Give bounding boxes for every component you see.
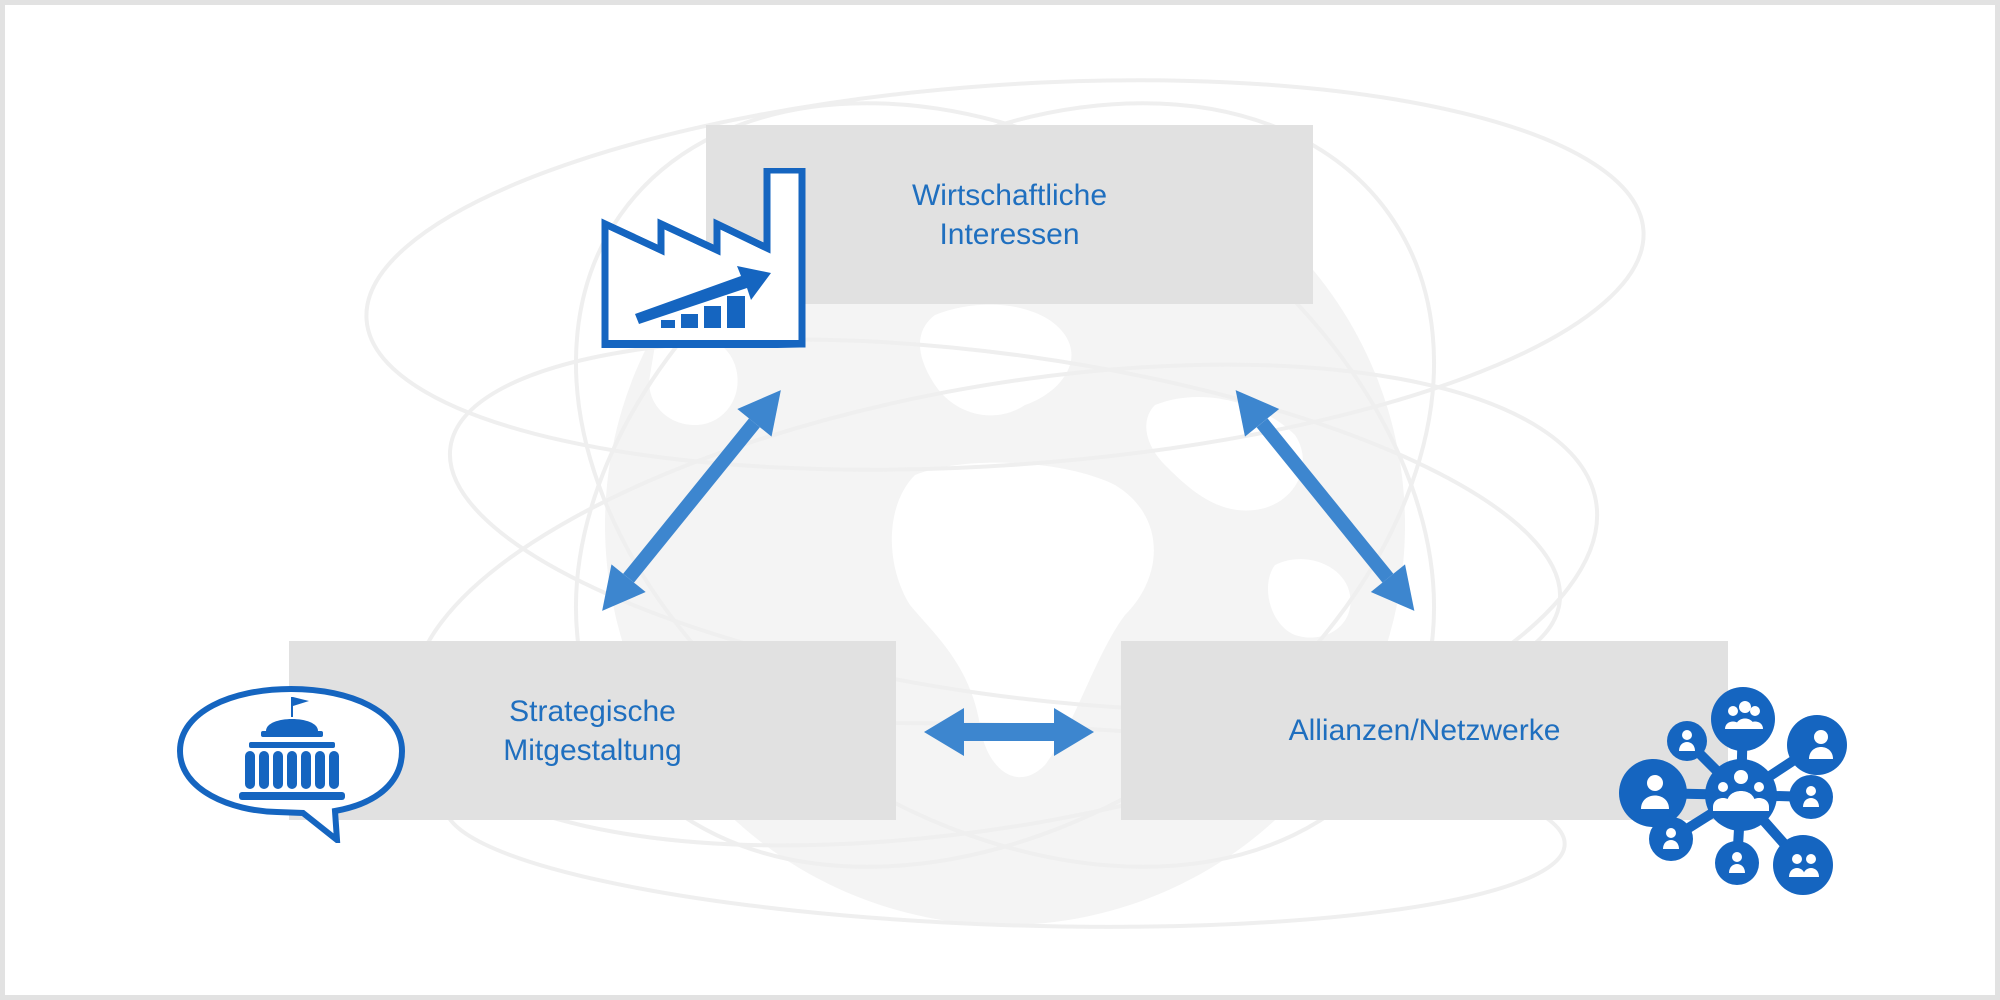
arrow-strategic-alliances — [924, 708, 1094, 756]
arrow-economic-alliances — [1235, 390, 1415, 611]
factory-growth-icon — [601, 168, 806, 348]
parliament-speech-bubble-icon — [176, 685, 406, 843]
people-network-icon — [1619, 687, 1847, 895]
arrow-strategic-economic — [602, 390, 781, 611]
node-economic-interests: Wirtschaftliche Interessen — [706, 125, 1313, 304]
node-economic-interests-label-line1: Wirtschaftliche — [911, 178, 1108, 212]
edge-arrows — [602, 390, 1415, 756]
node-strategic-shaping-label-line1: Strategische — [509, 694, 676, 728]
node-economic-interests-label-line2: Interessen — [939, 217, 1080, 251]
node-strategic-shaping-label-line2: Mitgestaltung — [503, 733, 682, 767]
node-alliances-networks-label: Allianzen/Netzwerke — [1288, 714, 1561, 747]
